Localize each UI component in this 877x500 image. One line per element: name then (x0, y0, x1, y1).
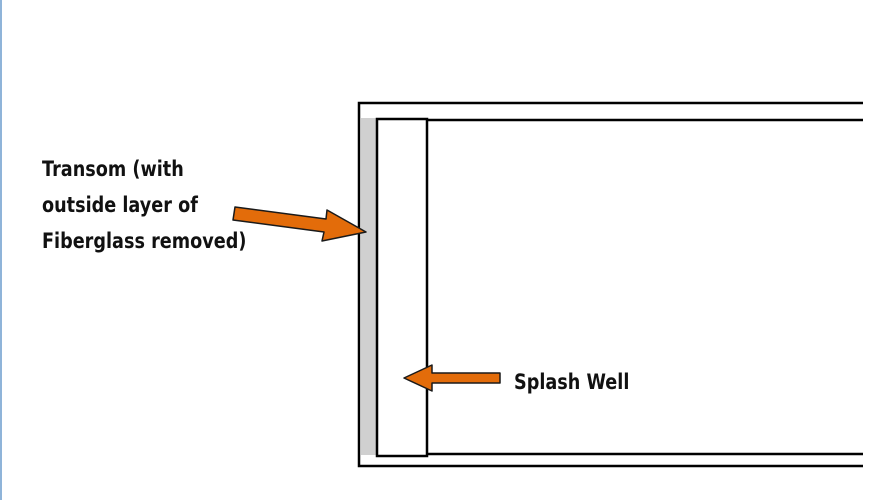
splash-well-box (375, 117, 429, 458)
transom-label-line-1: Transom (with (42, 157, 184, 181)
transom-label: Transom (with outside layer of Fiberglas… (42, 151, 246, 259)
transom-arrow (232, 206, 367, 242)
transom-label-line-2: outside layer of (42, 193, 198, 217)
splash-well-arrow (403, 364, 501, 392)
splash-well-label: Splash Well (514, 370, 630, 394)
transom-shaded-layer (361, 118, 377, 455)
hull-outline (357, 101, 863, 468)
transom-label-line-3: Fiberglass removed) (42, 229, 247, 253)
left-edge-stripe (0, 0, 2, 500)
